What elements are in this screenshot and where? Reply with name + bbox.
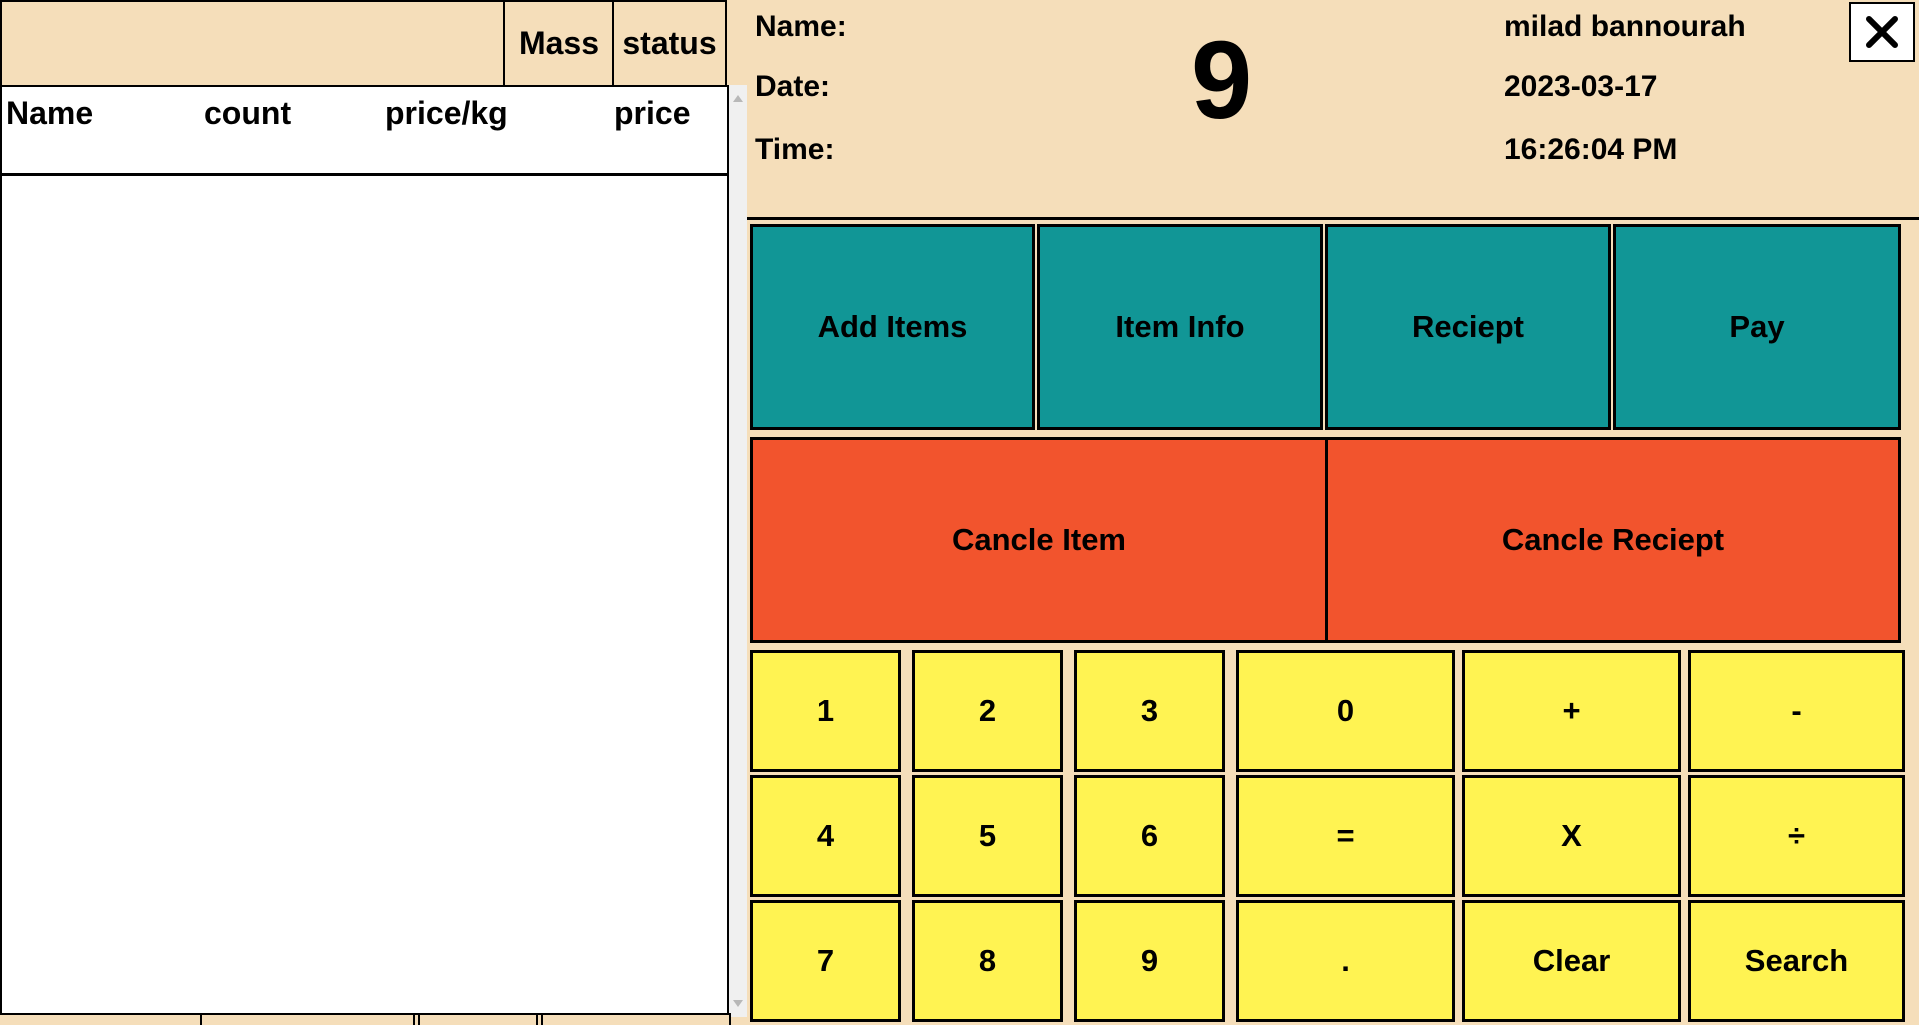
cancel-item-button[interactable]: Cancle Item	[750, 437, 1328, 643]
cancel-reciept-button[interactable]: Cancle Reciept	[1325, 437, 1901, 643]
info-header: Name: Date: Time: 9 milad bannourah 2023…	[747, 0, 1919, 220]
key-4[interactable]: 4	[750, 775, 901, 897]
column-count: count	[204, 95, 292, 131]
mass-column-header: Mass	[503, 0, 615, 87]
key-5[interactable]: 5	[912, 775, 1063, 897]
add-items-button[interactable]: Add Items	[750, 224, 1035, 430]
time-value: 16:26:04 PM	[1504, 133, 1678, 166]
key-9[interactable]: 9	[1074, 900, 1225, 1022]
clear-button[interactable]: Clear	[1462, 900, 1681, 1022]
key-divide[interactable]: ÷	[1688, 775, 1905, 897]
big-number-display: 9	[1191, 19, 1253, 142]
close-button[interactable]	[1849, 2, 1915, 62]
scroll-up-arrow[interactable]	[733, 95, 743, 102]
list-header: Name count price/kg price	[2, 87, 727, 176]
time-label: Time:	[755, 133, 835, 166]
date-label: Date:	[755, 70, 831, 103]
reciept-button[interactable]: Reciept	[1325, 224, 1611, 430]
bottom-tab-2	[418, 1013, 538, 1025]
key-decimal[interactable]: .	[1236, 900, 1455, 1022]
list-scrollbar[interactable]	[729, 85, 747, 1017]
key-7[interactable]: 7	[750, 900, 901, 1022]
close-icon	[1866, 16, 1898, 48]
column-name: Name	[6, 95, 94, 131]
key-plus[interactable]: +	[1462, 650, 1681, 772]
status-column-header: status	[612, 0, 727, 87]
key-equals[interactable]: =	[1236, 775, 1455, 897]
item-list-panel[interactable]: Name count price/kg price	[0, 85, 729, 1015]
header-strip	[0, 0, 506, 87]
item-info-button[interactable]: Item Info	[1037, 224, 1323, 430]
bottom-tab-1	[200, 1013, 415, 1025]
column-price-per-kg: price/kg	[385, 95, 508, 131]
key-3[interactable]: 3	[1074, 650, 1225, 772]
search-button[interactable]: Search	[1688, 900, 1905, 1022]
pay-button[interactable]: Pay	[1613, 224, 1901, 430]
column-price: price	[614, 95, 691, 131]
user-name-value: milad bannourah	[1504, 10, 1746, 43]
key-8[interactable]: 8	[912, 900, 1063, 1022]
date-value: 2023-03-17	[1504, 70, 1658, 103]
key-1[interactable]: 1	[750, 650, 901, 772]
key-0[interactable]: 0	[1236, 650, 1455, 772]
key-minus[interactable]: -	[1688, 650, 1905, 772]
bottom-tab-3	[541, 1013, 731, 1025]
key-6[interactable]: 6	[1074, 775, 1225, 897]
scroll-down-arrow[interactable]	[733, 1000, 743, 1007]
key-multiply[interactable]: X	[1462, 775, 1681, 897]
name-label: Name:	[755, 10, 847, 43]
key-2[interactable]: 2	[912, 650, 1063, 772]
